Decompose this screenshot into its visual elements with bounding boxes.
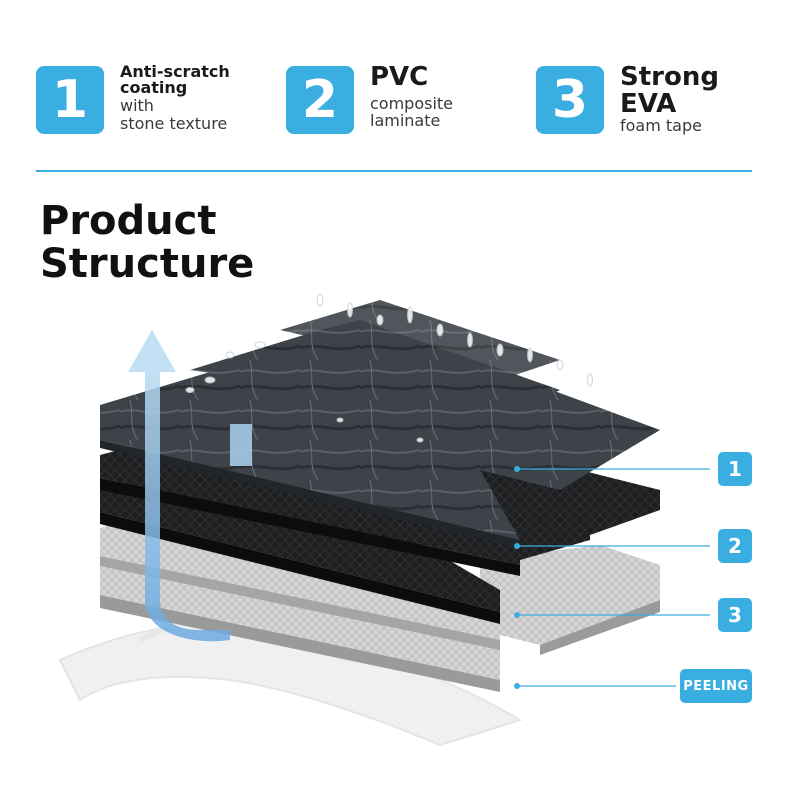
feature-2-subtitle: composite laminate: [370, 93, 454, 131]
page-title: Product Structure: [40, 198, 255, 288]
section-divider: [36, 170, 752, 172]
feature-1-title: Anti-scratch coating: [120, 62, 230, 98]
callout-lines: [517, 468, 710, 687]
callout-badge-1: 1: [718, 452, 752, 486]
callout-badge-peeling: PEELING: [680, 669, 752, 703]
stone-coating-layer: [100, 300, 660, 548]
callout-badge-2: 2: [718, 529, 752, 563]
feature-3-title: Strong EVA: [620, 62, 719, 119]
feature-1-number: 1: [36, 66, 104, 134]
feature-3-subtitle: foam tape: [620, 116, 702, 136]
feature-2-title: PVC: [370, 62, 429, 92]
water-droplets: [185, 293, 593, 443]
callout-dots: [514, 466, 520, 689]
feature-2-number: 2: [286, 66, 354, 134]
feature-1-subtitle: with stone texture: [120, 95, 228, 133]
feature-3-number: 3: [536, 66, 604, 134]
upward-arrow-icon: [128, 330, 252, 642]
callout-badge-3: 3: [718, 598, 752, 632]
